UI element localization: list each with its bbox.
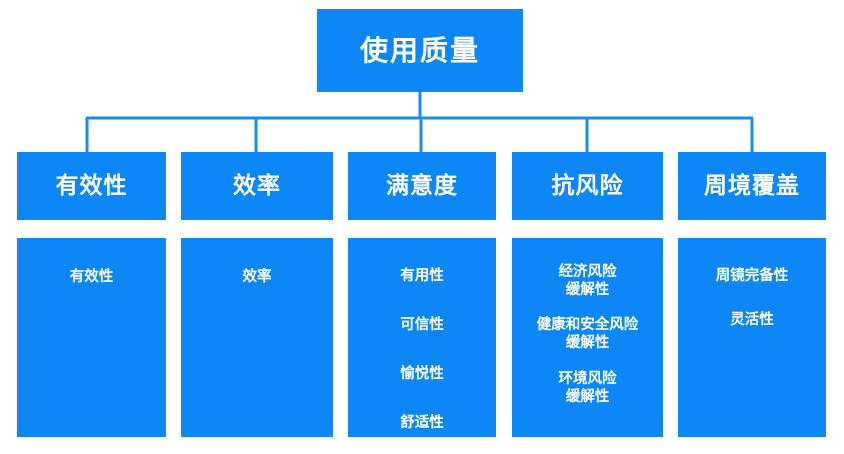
- branch-content-context-coverage: 周镜完备性 灵活性: [678, 238, 826, 437]
- branch-item: 有用性: [400, 268, 444, 284]
- branch-item: 经济风险 缓解性: [558, 264, 617, 299]
- branch-header-efficiency: 效率: [181, 152, 333, 220]
- root-node: 使用质量: [317, 9, 523, 92]
- branch-item: 有效性: [69, 269, 114, 285]
- branch-content-risk-resistance: 经济风险 缓解性 健康和安全风险 缓解性 环境风险 缓解性: [512, 238, 663, 437]
- branch-header-label: 周境覆盖: [704, 172, 800, 199]
- branch-header-risk-resistance: 抗风险: [512, 152, 663, 220]
- branch-header-label: 有效性: [55, 172, 128, 199]
- branch-header-context-coverage: 周境覆盖: [678, 152, 826, 220]
- branch-item: 环境风险 缓解性: [558, 370, 617, 405]
- branch-header-label: 效率: [233, 172, 281, 199]
- branch-item: 舒适性: [400, 415, 444, 432]
- branch-content-efficiency: 效率: [181, 238, 333, 437]
- branch-header-label: 抗风险: [551, 172, 624, 199]
- branch-item: 灵活性: [730, 312, 774, 329]
- branch-item: 愉悦性: [400, 366, 444, 383]
- branch-item: 效率: [242, 269, 272, 285]
- branch-header-label: 满意度: [386, 172, 458, 199]
- branch-item: 可信性: [400, 317, 444, 334]
- branch-header-satisfaction: 满意度: [348, 152, 496, 220]
- branch-header-effectiveness: 有效性: [17, 152, 166, 220]
- branch-item: 健康和安全风险 缓解性: [536, 317, 639, 352]
- branch-content-satisfaction: 有用性 可信性 愉悦性 舒适性: [348, 238, 496, 437]
- branch-item: 周镜完备性: [715, 268, 789, 284]
- branch-content-effectiveness: 有效性: [17, 238, 166, 437]
- root-node-label: 使用质量: [359, 33, 480, 67]
